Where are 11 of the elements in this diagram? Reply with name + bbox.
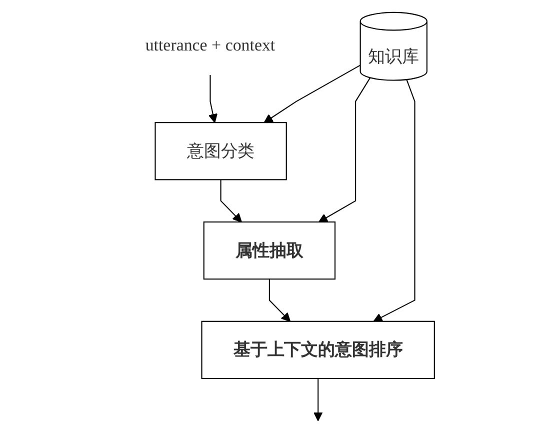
node-box: 基于上下文的意图排序 [201,320,435,379]
node-text: utterance + context [145,36,276,55]
arrow [208,74,218,123]
arrow [373,79,416,322]
arrow [268,279,291,322]
arrow [313,378,323,422]
arrow [264,64,361,123]
arrow [220,180,242,222]
node-box: 意图分类 [154,122,287,180]
arrow [318,77,371,222]
node-box: 属性抽取 [203,221,336,280]
